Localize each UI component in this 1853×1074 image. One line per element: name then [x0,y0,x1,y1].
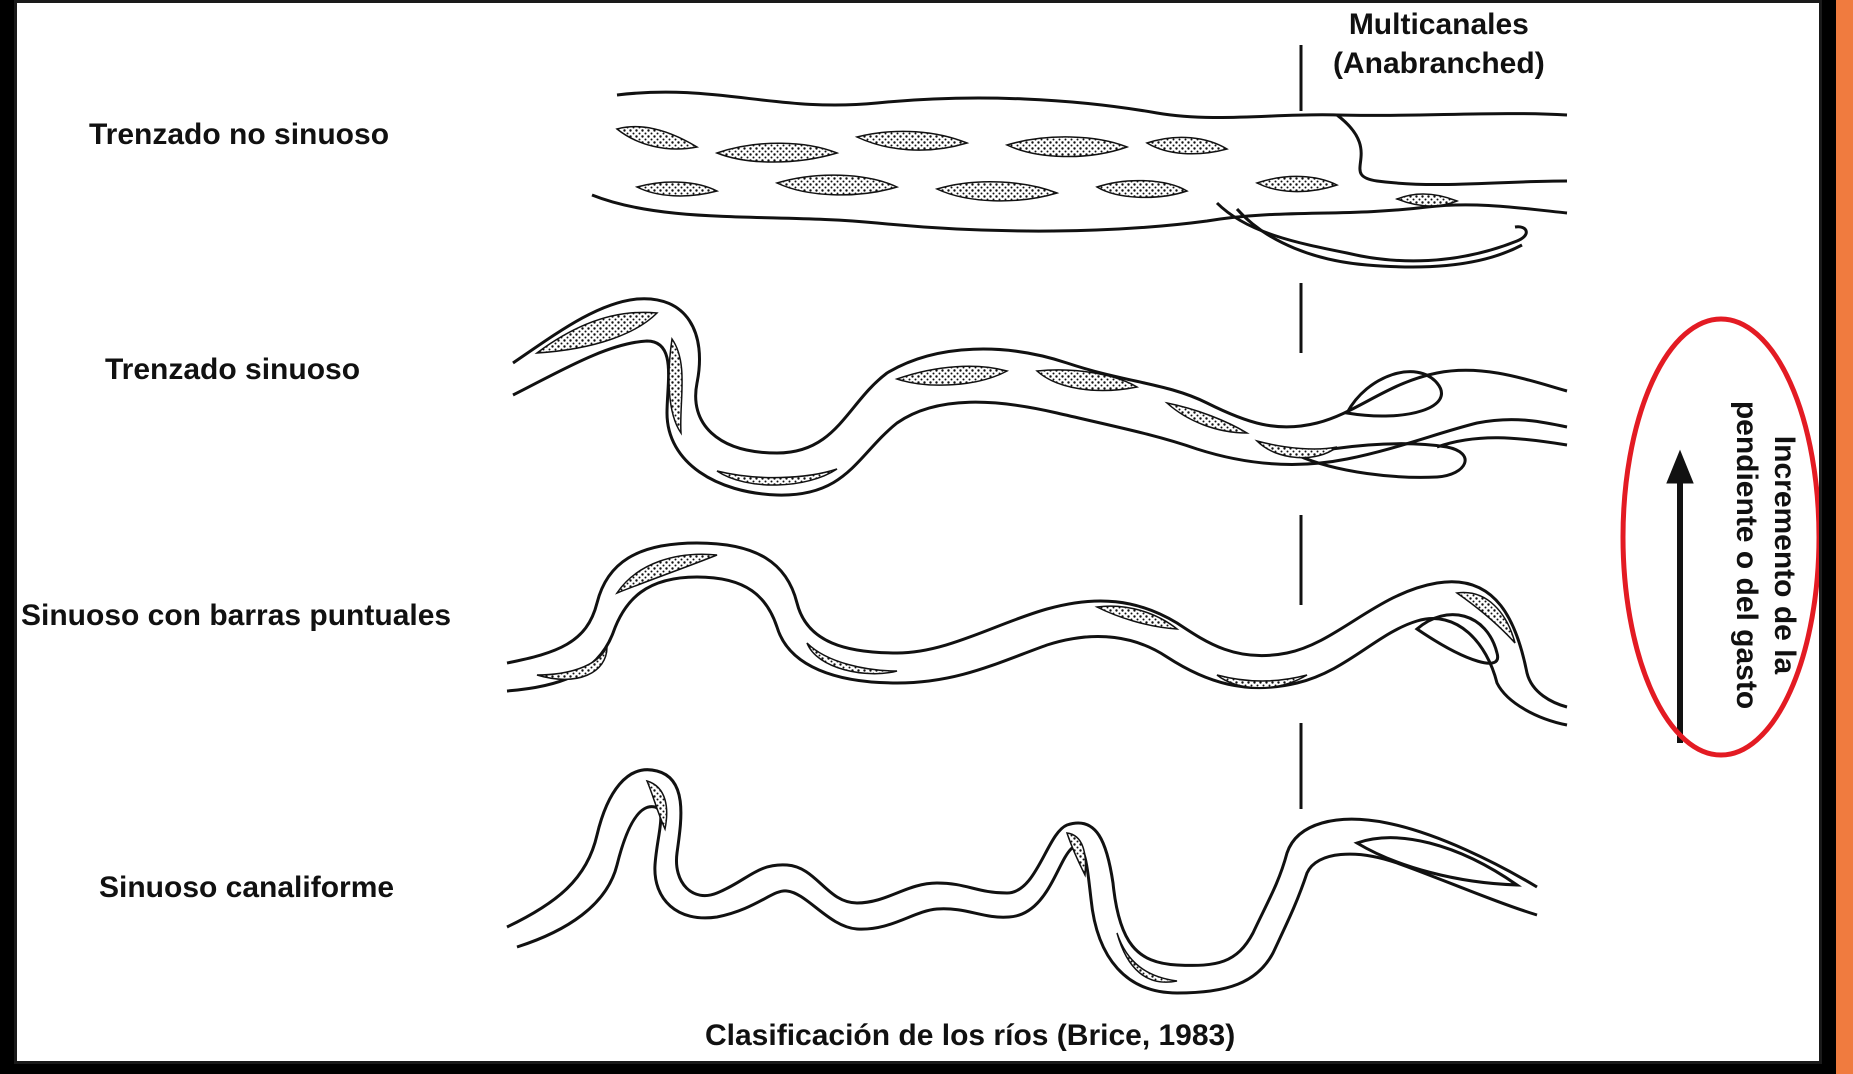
highlight-ellipse [1623,319,1819,755]
banks-row4 [647,781,1177,982]
braid-bars-row2 [537,312,1337,485]
river-diagram [17,3,1822,1064]
braid-bars-row1 [617,127,1457,206]
point-bars-row3 [537,554,1515,688]
increase-arrow [1667,451,1693,743]
river-braided-straight [592,92,1567,267]
figure-panel: Multicanales (Anabranched) Trenzado no s… [14,0,1822,1064]
edge-strip [1836,0,1853,1074]
